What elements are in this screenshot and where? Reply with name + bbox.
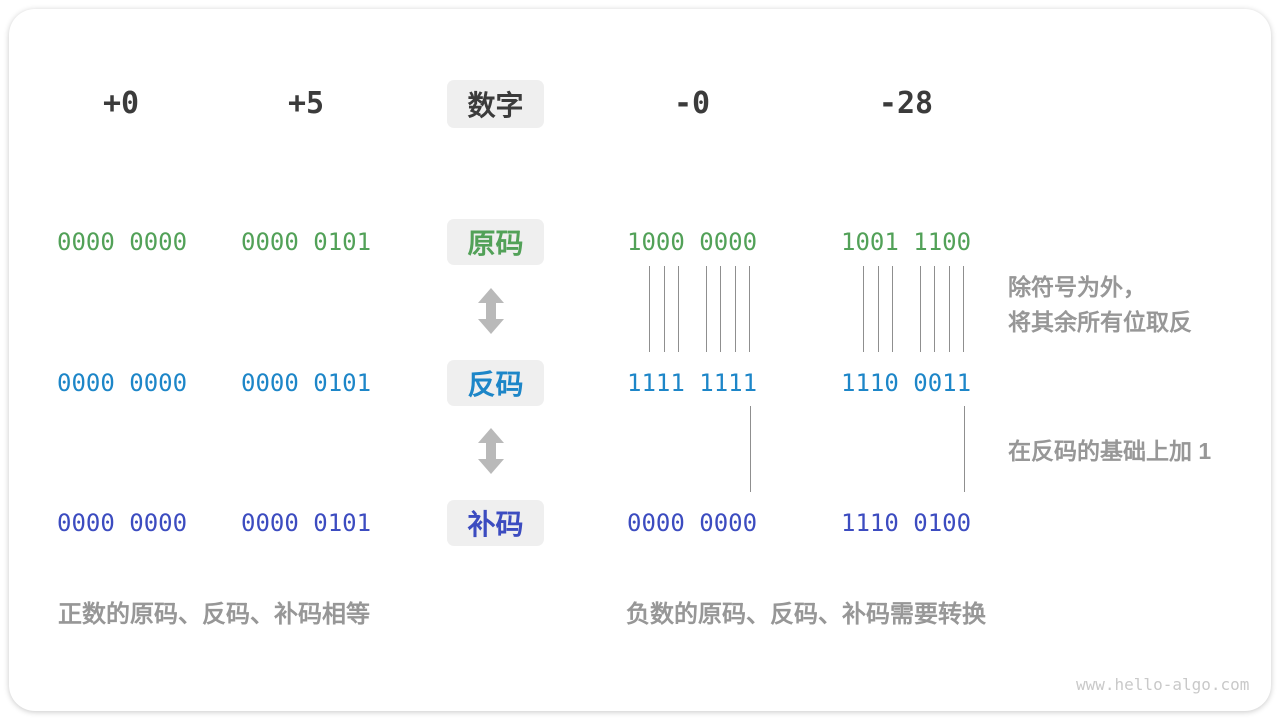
bit-connector-line xyxy=(920,266,921,352)
bit-connector-line xyxy=(963,266,964,352)
header-number-neg-28: -28 xyxy=(878,86,934,121)
twos-complement-bits-pos-five: 0000 0101 xyxy=(241,509,372,537)
ones-complement-label: 反码 xyxy=(467,369,524,400)
bit-connector-line xyxy=(706,266,707,352)
twos-complement-bits-neg-28: 1110 0100 xyxy=(841,509,972,537)
add-one-note: 在反码的基础上加 1 xyxy=(1008,438,1212,464)
bit-connector-line xyxy=(949,266,950,352)
ones-complement-bits-pos-zero: 0000 0000 xyxy=(57,369,188,397)
double-arrow-icon xyxy=(476,288,506,334)
bit-connector-line xyxy=(878,266,879,352)
sign-magnitude-bits-pos-five: 0000 0101 xyxy=(241,228,372,256)
ones-complement-bits-pos-five: 0000 0101 xyxy=(241,369,372,397)
bit-connector-line xyxy=(749,266,750,352)
twos-complement-bits-pos-zero: 0000 0000 xyxy=(57,509,188,537)
bit-connector-line xyxy=(735,266,736,352)
bit-connector-line xyxy=(892,266,893,352)
bit-connector-line xyxy=(720,266,721,352)
bit-connector-line xyxy=(863,266,864,352)
twos-complement-label: 补码 xyxy=(467,509,524,540)
sign-magnitude-bits-pos-zero: 0000 0000 xyxy=(57,228,188,256)
header-label-box: 数字 xyxy=(447,80,544,128)
watermark-url: www.hello-algo.com xyxy=(1076,675,1250,694)
invert-note: 除符号为外， 将其余所有位取反 xyxy=(1008,270,1192,340)
bit-connector-line xyxy=(664,266,665,352)
bit-connector-line xyxy=(934,266,935,352)
bit-connector-line xyxy=(964,406,965,492)
sign-magnitude-bits-neg-zero: 1000 0000 xyxy=(627,228,758,256)
header-number-neg-zero: -0 xyxy=(673,86,711,121)
bit-connector-line xyxy=(649,266,650,352)
header-number-pos-zero: +0 xyxy=(102,86,140,121)
twos-complement-label-box: 补码 xyxy=(447,500,544,546)
ones-complement-bits-neg-28: 1110 0011 xyxy=(841,369,972,397)
sign-magnitude-bits-neg-28: 1001 1100 xyxy=(841,228,972,256)
bit-connector-line xyxy=(750,406,751,492)
double-arrow-icon xyxy=(476,428,506,474)
bit-connector-line xyxy=(678,266,679,352)
diagram-card xyxy=(9,9,1271,711)
invert-note-line2: 将其余所有位取反 xyxy=(1008,309,1192,335)
ones-complement-label-box: 反码 xyxy=(447,360,544,406)
header-number-pos-five: +5 xyxy=(287,86,325,121)
ones-complement-bits-neg-zero: 1111 1111 xyxy=(627,369,758,397)
twos-complement-bits-neg-zero: 0000 0000 xyxy=(627,509,758,537)
caption-negative: 负数的原码、反码、补码需要转换 xyxy=(626,601,986,628)
invert-note-line1: 除符号为外， xyxy=(1008,274,1146,300)
sign-magnitude-label-box: 原码 xyxy=(447,219,544,265)
header-label: 数字 xyxy=(467,90,524,121)
caption-positive: 正数的原码、反码、补码相等 xyxy=(58,601,370,628)
sign-magnitude-label: 原码 xyxy=(467,228,524,259)
